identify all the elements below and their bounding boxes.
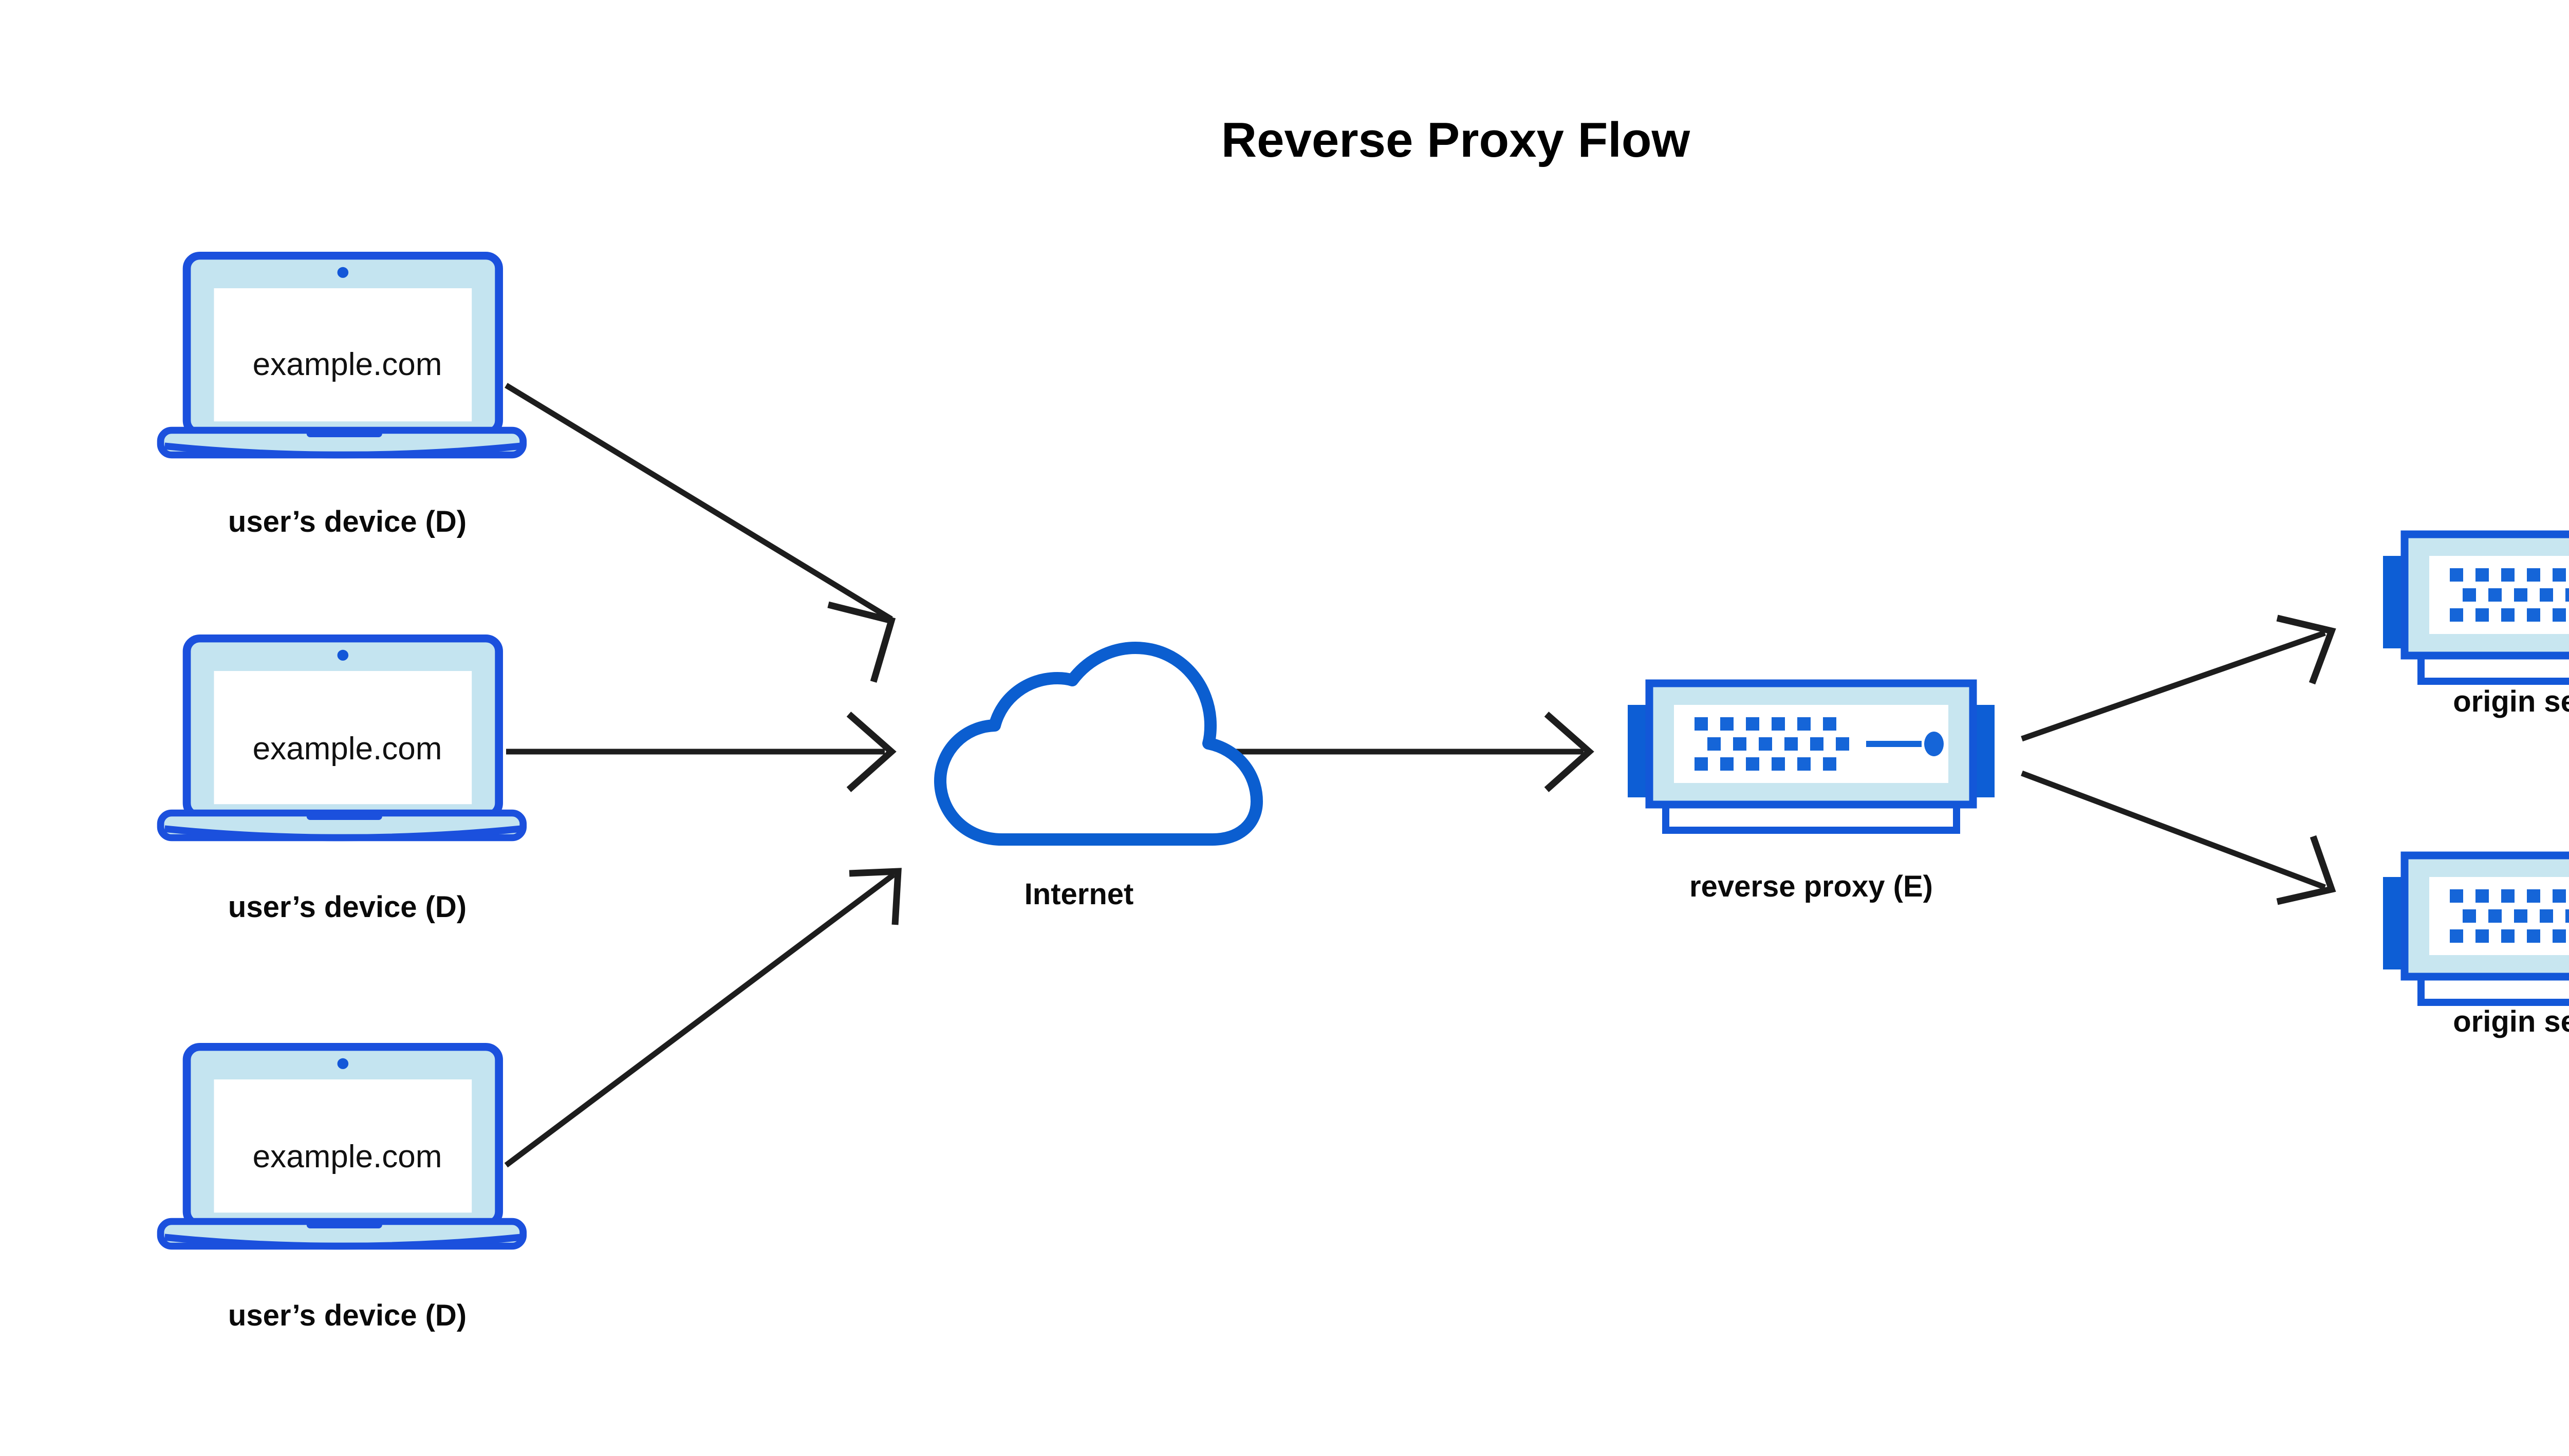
origin-top[interactable]: origin server (F) xyxy=(2383,534,2569,718)
client-bottom[interactable]: example.com user’s device (D) xyxy=(161,1047,524,1332)
internet-label: Internet xyxy=(1025,878,1134,911)
client-middle-label: user’s device (D) xyxy=(228,890,467,924)
reverse-proxy-label: reverse proxy (E) xyxy=(1689,870,1933,903)
client-top[interactable]: example.com user’s device (D) xyxy=(161,256,524,538)
edge-client-bottom-to-internet xyxy=(504,868,902,1168)
origin-bottom-label: origin server (F) xyxy=(2453,1005,2569,1038)
client-bottom-screen-text: example.com xyxy=(253,1139,442,1174)
client-middle-screen-text: example.com xyxy=(253,731,442,767)
server-icon xyxy=(1628,683,1995,830)
client-top-label: user’s device (D) xyxy=(228,505,467,538)
edge-proxy-to-origin-bottom xyxy=(2021,770,2336,905)
server-icon xyxy=(2383,855,2569,1002)
server-icon xyxy=(2383,534,2569,681)
client-top-screen-text: example.com xyxy=(253,347,442,382)
origin-bottom[interactable]: origin server (F) xyxy=(2383,855,2569,1038)
reverse-proxy[interactable]: reverse proxy (E) xyxy=(1628,683,1995,903)
edges-layer xyxy=(504,383,2336,1168)
client-middle[interactable]: example.com user’s device (D) xyxy=(161,639,524,924)
page-title: Reverse Proxy Flow xyxy=(1221,113,1690,167)
edge-client-top-to-internet xyxy=(505,383,896,683)
edge-internet-to-proxy xyxy=(1232,712,1594,792)
edge-client-middle-to-internet xyxy=(506,712,897,792)
client-bottom-label: user’s device (D) xyxy=(228,1299,467,1332)
internet-cloud[interactable]: Internet xyxy=(940,648,1257,911)
origin-top-label: origin server (F) xyxy=(2453,685,2569,718)
edge-proxy-to-origin-top xyxy=(2021,614,2336,742)
